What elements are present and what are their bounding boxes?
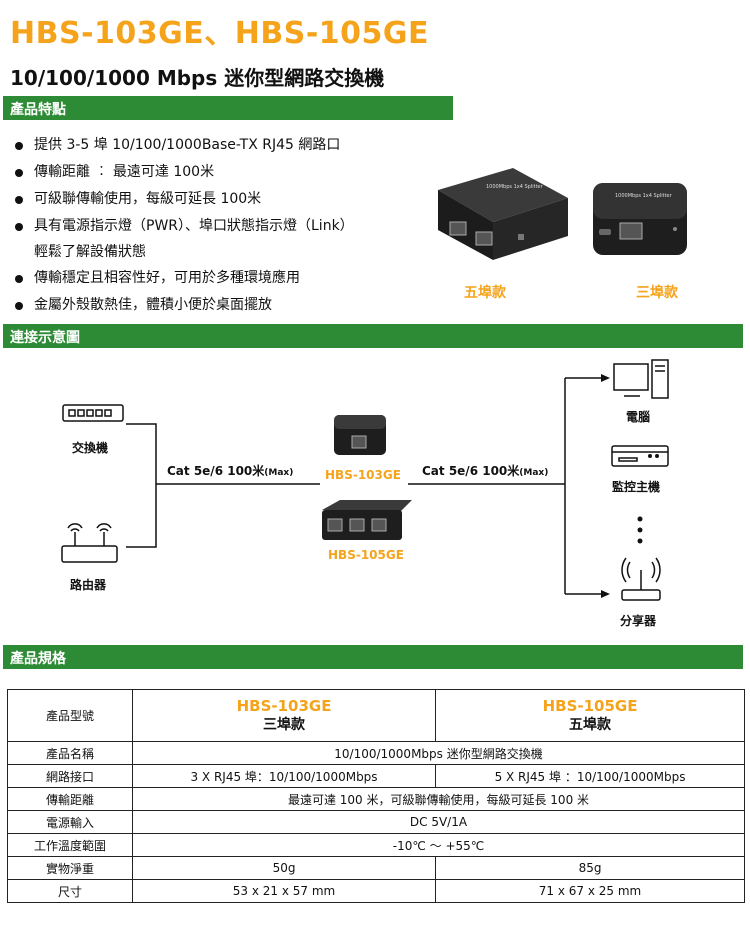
table-row: 產品型號 HBS-103GE 三埠款 HBS-105GE 五埠款 xyxy=(7,689,745,742)
section-bar-diagram: 連接示意圖 xyxy=(3,324,743,348)
feature-item: 傳輸距離 ︰ 最遠可達 100米 xyxy=(14,159,414,186)
three-port-label: 三埠款 xyxy=(636,285,678,301)
table-row: 工作溫度範圍 -10℃ ～ +55℃ xyxy=(7,833,745,857)
section-bar-features: 產品特點 xyxy=(3,96,453,120)
spec-header-col1: HBS-103GE 三埠款 xyxy=(131,689,437,742)
switch-label: 交換機 xyxy=(72,441,109,455)
model-a-label: HBS-103GE xyxy=(325,468,401,482)
cable-label-right: Cat 5e/6 100米(Max) xyxy=(422,464,549,478)
table-row: 產品名稱 10/100/1000Mbps 迷你型網路交換機 xyxy=(7,741,745,765)
feature-item: 具有電源指示燈（PWR）、埠口狀態指示燈（Link）輕鬆了解設備狀態 xyxy=(14,213,414,265)
feature-item: 金屬外殼散熱佳，體積小便於桌面擺放 xyxy=(14,292,414,319)
spec-header-label: 產品型號 xyxy=(7,689,133,742)
spec-table: 產品型號 HBS-103GE 三埠款 HBS-105GE 五埠款 產品名稱 10… xyxy=(7,689,745,903)
svg-text:1000Mbps 1x4 Splitter: 1000Mbps 1x4 Splitter xyxy=(615,193,673,199)
table-row: 傳輸距離 最遠可達 100 米，可級聯傳輸使用，每級可延長 100 米 xyxy=(7,787,745,811)
five-port-label: 五埠款 xyxy=(464,285,506,301)
ap-label: 分享器 xyxy=(620,614,657,628)
connection-diagram: 交換機 路由器 Cat 5e/6 100米(Max) Cat 5e/6 100米… xyxy=(0,350,750,640)
model-b-label: HBS-105GE xyxy=(328,548,404,562)
table-row: 網路接口 3 X RJ45 埠：10/100/1000Mbps 5 X RJ45… xyxy=(7,764,745,788)
router-label: 路由器 xyxy=(70,578,107,592)
diagram-lines xyxy=(61,359,669,601)
table-row: 電源輸入 DC 5V/1A xyxy=(7,810,745,834)
table-row: 實物淨重 50g 85g xyxy=(7,856,745,880)
cable-label-left: Cat 5e/6 100米(Max) xyxy=(167,464,294,478)
dvr-label: 監控主機 xyxy=(612,480,661,494)
table-row: 尺寸 53 x 21 x 57 mm 71 x 67 x 25 mm xyxy=(7,879,745,903)
three-port-switch-image: 1000Mbps 1x4 Splitter xyxy=(585,165,695,269)
spec-header-col2: HBS-105GE 五埠款 xyxy=(435,689,745,742)
feature-item: 提供 3-5 埠 10/100/1000Base-TX RJ45 網路口 xyxy=(14,132,414,159)
feature-item: 傳輸穩定且相容性好，可用於多種環境應用 xyxy=(14,265,414,292)
five-port-switch-image: 1000Mbps 1x4 Splitter xyxy=(418,160,578,274)
computer-label: 電腦 xyxy=(626,410,651,424)
page-title: HBS-103GE、HBS-105GE xyxy=(10,16,430,51)
page-subtitle: 10/100/1000 Mbps 迷你型網路交換機 xyxy=(10,66,385,90)
svg-text:1000Mbps 1x4 Splitter: 1000Mbps 1x4 Splitter xyxy=(486,184,544,190)
feature-item: 可級聯傳輸使用，每級可延長 100米 xyxy=(14,186,414,213)
feature-list: 提供 3-5 埠 10/100/1000Base-TX RJ45 網路口 傳輸距… xyxy=(14,132,414,319)
section-bar-specs: 產品規格 xyxy=(3,645,743,669)
